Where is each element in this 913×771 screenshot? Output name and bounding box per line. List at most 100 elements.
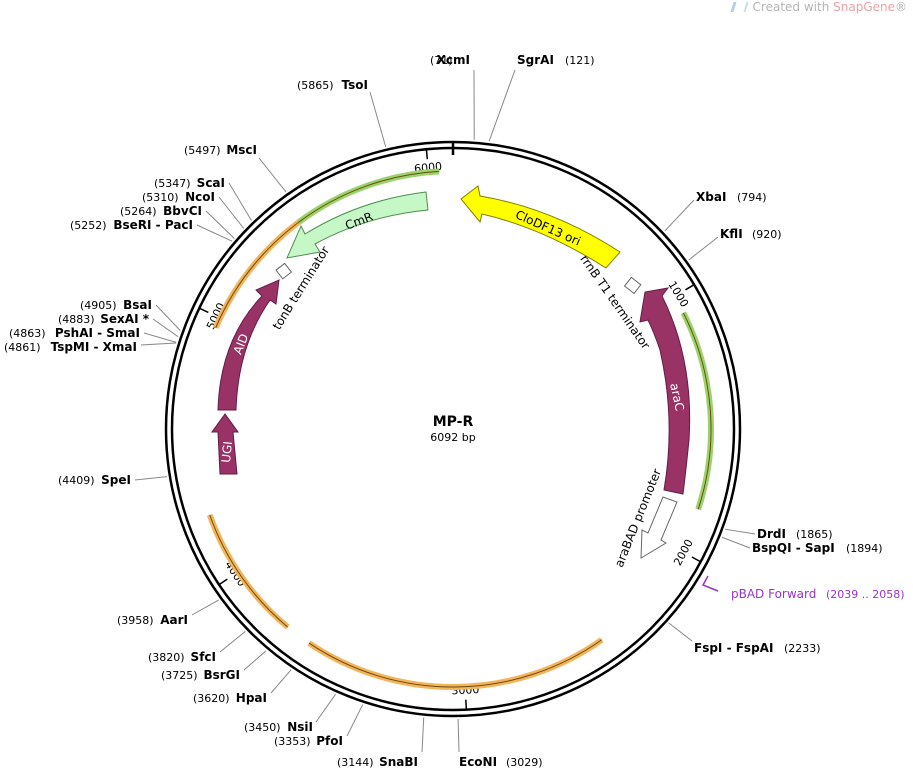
enzyme-name[interactable]: BsrGI — [203, 668, 240, 682]
ugi-label: UGI — [219, 441, 235, 464]
enzyme-name[interactable]: SpeI — [101, 473, 131, 487]
primer-name: pBAD Forward — [731, 587, 816, 601]
feature-rrnb-t1-terminator[interactable]: rrnB T1 terminator — [577, 252, 653, 352]
enzyme-leader-line — [140, 342, 177, 346]
aid-arrow — [217, 279, 280, 411]
enzyme-leader-line — [668, 622, 693, 642]
enzyme-position: (4863) — [9, 327, 46, 340]
tick-label: 1000 — [665, 279, 691, 310]
enzyme-leader-line — [152, 318, 179, 338]
enzyme-position: (3620) — [193, 692, 230, 705]
enzyme-name[interactable]: PshAI - SmaI — [55, 326, 140, 340]
orf-arc-left-core — [215, 208, 319, 328]
enzyme-position: (5252) — [70, 219, 107, 232]
snapgene-watermark: Created with SnapGene® — [729, 0, 907, 14]
enzyme-leader-line — [218, 196, 245, 229]
arac-label: araC — [667, 382, 687, 412]
tonb-terminator-box — [275, 262, 293, 280]
enzyme-name[interactable]: SnaBI — [379, 755, 418, 769]
arabad-promoter-arrow — [640, 496, 678, 559]
enzyme-name[interactable]: SexAI * — [100, 312, 149, 326]
arac-arrow — [639, 287, 691, 495]
enzyme-position: (4409) — [58, 474, 95, 487]
enzyme-leader-line — [664, 199, 695, 232]
enzyme-position: (4883) — [58, 313, 95, 326]
enzyme-name[interactable]: XbaI — [696, 190, 726, 204]
plasmid-length: 6092 bp — [430, 431, 475, 444]
enzyme-position: (4861) — [4, 341, 41, 354]
enzyme-position: (920) — [752, 228, 782, 241]
primer-arrow — [701, 575, 719, 592]
enzyme-name[interactable]: BspQI - SapI — [752, 541, 835, 555]
enzyme-name[interactable]: TspMI - XmaI — [51, 340, 137, 354]
feature-ugi[interactable]: UGI — [211, 413, 239, 475]
tick-mark — [691, 556, 702, 563]
enzyme-position: (2233) — [784, 642, 821, 655]
enzyme-leader-line — [270, 669, 292, 694]
feature-arac[interactable]: araC — [639, 287, 691, 495]
enzyme-name[interactable]: FspI - FspAI — [694, 641, 773, 655]
enzyme-name[interactable]: AarI — [160, 613, 188, 627]
feature-tonb-terminator[interactable]: tonB terminator — [270, 244, 333, 332]
enzyme-position: (3144) — [337, 756, 374, 769]
enzyme-leader-line — [315, 693, 337, 723]
orf-arc-right-core — [682, 312, 712, 510]
enzyme-leader-line — [191, 599, 219, 616]
enzyme-name[interactable]: BbvCI — [163, 204, 202, 218]
enzyme-position: (3450) — [244, 721, 281, 734]
enzyme-name[interactable]: SgrAI — [517, 53, 554, 67]
enzyme-name[interactable]: XcmI — [437, 53, 470, 67]
enzyme-name[interactable]: ScaI — [197, 176, 225, 190]
orf-arc-lower-left-core — [209, 514, 289, 628]
enzyme-position: (3820) — [148, 651, 185, 664]
enzyme-name[interactable]: BseRI - PacI — [113, 218, 193, 232]
enzyme-position: (3958) — [117, 614, 154, 627]
tonb-terminator-label: tonB terminator — [270, 244, 333, 332]
enzyme-position: (1865) — [796, 528, 833, 541]
enzyme-leader-line — [721, 536, 751, 549]
enzyme-position: (3353) — [274, 735, 311, 748]
enzyme-name[interactable]: HpaI — [236, 691, 267, 705]
enzyme-position: (71) — [430, 54, 453, 67]
enzyme-name[interactable]: PfoI — [316, 734, 343, 748]
enzyme-leader-line — [228, 182, 252, 221]
feature-cloDF13-ori[interactable]: CloDF13 ori — [460, 185, 621, 269]
primer-pbad-forward[interactable]: pBAD Forward (2039 .. 2058) — [701, 575, 905, 601]
enzyme-position: (5310) — [142, 191, 179, 204]
enzyme-leader-line — [243, 650, 267, 671]
enzyme-name[interactable]: SfcI — [191, 650, 216, 664]
enzyme-position: (4905) — [80, 299, 117, 312]
enzyme-leader-line — [134, 476, 167, 481]
enzyme-name[interactable]: EcoNI — [459, 755, 497, 769]
watermark-brand: SnapGene — [833, 0, 895, 14]
enzyme-leader-line — [346, 704, 364, 737]
enzyme-name[interactable]: NsiI — [287, 720, 313, 734]
ugi-arrow — [211, 413, 239, 475]
orf-arc-left — [212, 206, 320, 329]
tick-mark — [218, 578, 228, 586]
rrnb-terminator-box — [623, 276, 642, 295]
enzyme-name[interactable]: BsaI — [123, 298, 152, 312]
watermark-prefix: Created with — [752, 0, 834, 14]
orf-arc-lower-left — [206, 513, 290, 630]
watermark-reg: ® — [895, 0, 907, 14]
enzyme-position: (5347) — [154, 177, 191, 190]
enzyme-name[interactable]: NcoI — [185, 190, 215, 204]
enzyme-leader-line — [725, 528, 756, 535]
enzyme-name[interactable]: KflI — [720, 227, 743, 241]
enzyme-position: (121) — [565, 54, 595, 67]
enzyme-name[interactable]: MscI — [226, 143, 257, 157]
enzyme-position: (3029) — [506, 756, 543, 769]
enzyme-name[interactable]: TsoI — [342, 78, 368, 92]
feature-cmr[interactable]: CmR — [286, 191, 429, 259]
enzyme-leader-line — [258, 157, 287, 193]
enzyme-leader-line — [196, 224, 233, 242]
enzyme-name[interactable]: DrdI — [757, 527, 786, 541]
enzyme-leader-line — [155, 304, 181, 331]
plasmid-name: MP-R — [433, 414, 474, 430]
enzyme-leader-line — [688, 236, 719, 261]
enzyme-position: (5264) — [120, 205, 157, 218]
enzyme-leader-line — [143, 332, 177, 343]
